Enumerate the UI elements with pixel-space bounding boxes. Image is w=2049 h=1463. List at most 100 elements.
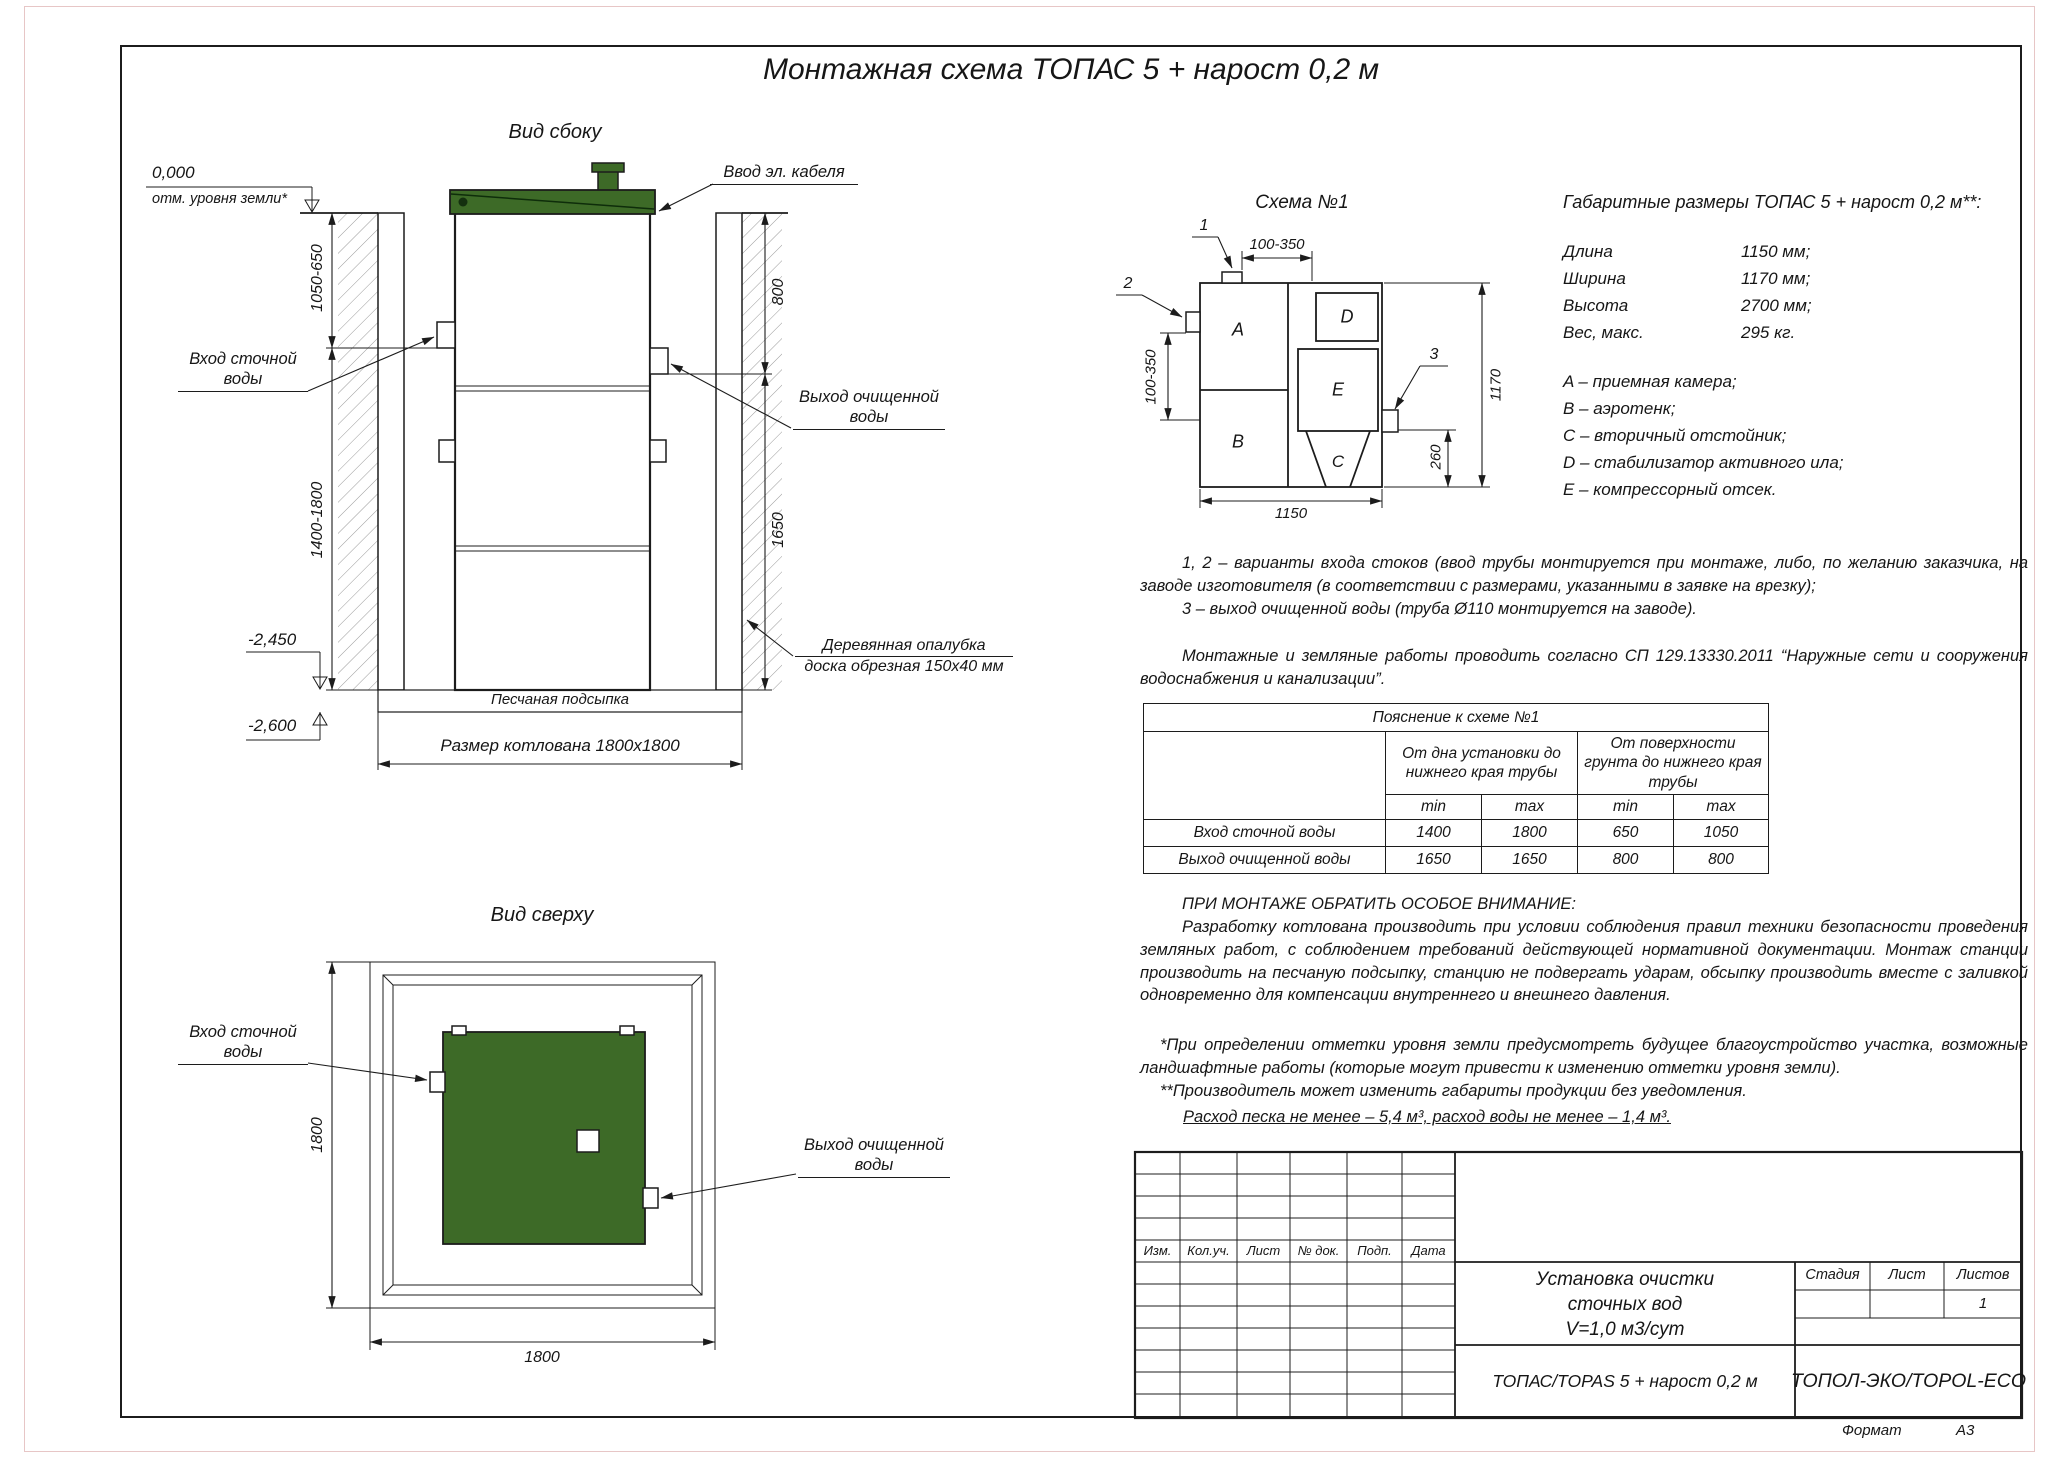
schema-dim-left: 100-350 (1142, 349, 1160, 405)
formwork-label-line1: Деревянная опалубка (795, 636, 1013, 658)
level-zero-value: 0,000 (152, 163, 195, 182)
footnote-2: **Производитель может изменить габариты … (1160, 1082, 1747, 1100)
pipe-table-group2: От поверхности грунта до нижнего края тр… (1577, 730, 1769, 796)
pipe-table-max: max (1673, 794, 1769, 820)
pit-wall-right (715, 212, 743, 691)
note-variants-1: 1, 2 – варианты входа стоков (ввод трубы… (1140, 554, 2028, 595)
sheets-value: 1 (1978, 1295, 1988, 1312)
unit-body (453, 211, 652, 692)
col-header-podp: Подп. (1357, 1243, 1392, 1259)
unit-lid (449, 189, 656, 215)
spec-name: Вес, макс. (1563, 323, 1644, 342)
pipe-table-title: Пояснение к схеме №1 (1143, 703, 1769, 732)
top-view-title: Вид сверху (490, 904, 594, 926)
sheets-label: Листов (1956, 1267, 2010, 1284)
sand-label: Песчаная подсыпка (490, 691, 630, 708)
project-line2: сточных вод (1567, 1294, 1683, 1315)
col-header-data: Дата (1411, 1243, 1446, 1259)
spec-value: 2700 мм; (1741, 296, 1812, 315)
dim-pit-width: 1800 (524, 1349, 560, 1366)
col-header-koluch: Кол.уч. (1187, 1243, 1230, 1259)
dim-outlet-depth: 1650 (770, 512, 787, 548)
format-value: А3 (1956, 1422, 1975, 1439)
dim-ground-to-outlet: 800 (770, 278, 787, 306)
schema-dim-width: 1150 (1274, 505, 1308, 522)
compartment-legend: A – приемная камера; B – аэротенк; C – в… (1563, 368, 2033, 503)
pipe-table-max: max (1481, 794, 1578, 820)
pipe-table-min: min (1385, 794, 1482, 820)
level-minus-2450: -2,450 (248, 630, 297, 649)
page-title: Монтажная схема ТОПАС 5 + нарост 0,2 м (762, 53, 1380, 86)
legend-item: A – приемная камера; (1563, 372, 1737, 391)
top-view-drawing (307, 961, 797, 1350)
sheet-label: Лист (1888, 1267, 1926, 1284)
spec-value: 1150 мм; (1741, 242, 1811, 261)
spec-name: Высота (1563, 296, 1629, 315)
outlet-stub (649, 347, 669, 375)
legend-item: E – компрессорный отсек. (1563, 480, 1777, 499)
pipe-table-min: min (1577, 794, 1674, 820)
inlet-label-side: Вход сточной воды (178, 350, 308, 392)
level-minus-2600: -2,600 (248, 716, 297, 735)
outlet-label-top: Выход очищенной воды (798, 1136, 950, 1178)
dim-inlet-depth: 1400-1800 (309, 481, 326, 559)
outlet-stub-top (642, 1187, 659, 1209)
pit-wall-left (377, 212, 405, 691)
side-view-drawing (146, 162, 794, 770)
compartment-e: E (1331, 379, 1345, 400)
inlet-stub (436, 321, 456, 349)
project-name: Установка очистки сточных вод V=1,0 м3/с… (1455, 1267, 1795, 1342)
compartment-b: B (1231, 431, 1245, 452)
specs-title: Габаритные размеры ТОПАС 5 + нарост 0,2 … (1563, 192, 1982, 212)
legend-item: C – вторичный отстойник; (1563, 426, 1787, 445)
compartment-c: C (1331, 452, 1345, 471)
note-regulations: Монтажные и земляные работы проводить со… (1140, 647, 2028, 688)
pit-size-label: Размер котлована 1800х1800 (440, 736, 680, 755)
pipe-table-group1: От дна установки до нижнего края трубы (1385, 730, 1578, 796)
inlet-label-top: Вход сточной воды (178, 1023, 308, 1065)
page-edge (24, 6, 2035, 1452)
stage-header: Стадия Лист Листов (1795, 1262, 2022, 1290)
compartment-a: A (1231, 319, 1245, 340)
format-label: Формат (1842, 1422, 1902, 1439)
schema1-drawing (1116, 236, 1490, 508)
schema-dim-outlet: 260 (1427, 444, 1445, 470)
col-header-izm: Изм. (1143, 1243, 1172, 1259)
schema-marker-1: 1 (1199, 217, 1209, 234)
schema-marker-3: 3 (1429, 346, 1439, 363)
project-line3: V=1,0 м3/сут (1565, 1319, 1685, 1340)
table-row: Вход сточной воды 1400 1800 650 1050 (1143, 818, 1769, 847)
legend-item: B – аэротенк; (1563, 399, 1676, 418)
spec-name: Длина (1563, 242, 1613, 261)
consumption-note: Расход песка не менее – 5,4 м³, расход в… (1183, 1108, 1671, 1126)
pipe-table: Пояснение к схеме №1 От дна установки до… (1143, 703, 1769, 874)
outlet-label-side: Выход очищенной воды (793, 388, 945, 430)
company-name: ТОПОЛ-ЭКО/TOPOL-ECO (1790, 1369, 2027, 1392)
legend-item: D – стабилизатор активного ила; (1563, 453, 1844, 472)
schema-title: Схема №1 (1255, 192, 1349, 213)
project-line1: Установка очистки (1535, 1269, 1715, 1290)
dim-pit-height: 1800 (309, 1117, 326, 1153)
table-row: Выход очищенной воды 1650 1650 800 800 (1143, 845, 1769, 874)
spec-value: 1170 мм; (1741, 269, 1811, 288)
note-variants-2: 3 – выход очищенной воды (труба Ø110 мон… (1182, 600, 1697, 618)
formwork-label: Деревянная опалубка доска обрезная 150х4… (795, 636, 1013, 676)
unit-lid-top (442, 1031, 646, 1245)
title-block-grid (1133, 1150, 2024, 1420)
titleblock-col-headers: Изм. Кол.уч. Лист № док. Подп. Дата (1135, 1240, 1455, 1262)
schema-dim-height: 1170 (1487, 368, 1505, 402)
footnote-1: *При определении отметки уровня земли пр… (1140, 1036, 2028, 1077)
stage-label: Стадия (1805, 1267, 1860, 1284)
formwork-label-line2: доска обрезная 150х40 мм (804, 658, 1004, 676)
schema-marker-2: 2 (1123, 275, 1133, 292)
schema-dim-top: 100-350 (1249, 236, 1305, 253)
spec-value: 295 кг. (1741, 323, 1796, 342)
col-header-list: Лист (1246, 1243, 1281, 1259)
cable-entry-label: Ввод эл. кабеля (710, 163, 858, 185)
side-view-title: Вид сбоку (508, 121, 602, 143)
drawing-frame (120, 45, 2022, 1418)
lid-hatch-top (576, 1129, 600, 1153)
compartment-d: D (1340, 306, 1354, 327)
product-name: ТОПАС/TOPAS 5 + нарост 0,2 м (1492, 1371, 1758, 1391)
